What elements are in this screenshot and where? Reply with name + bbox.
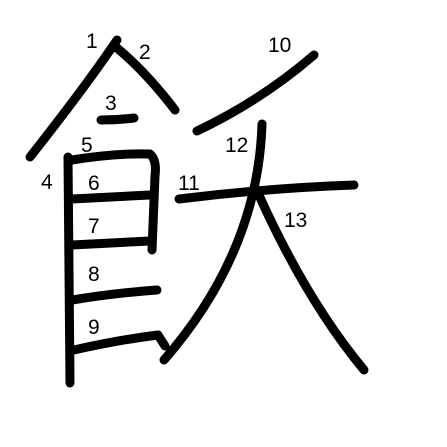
stroke-number-12: 12	[225, 134, 248, 157]
stroke-4	[63, 152, 75, 388]
stroke-9	[69, 330, 170, 355]
stroke-number-8: 8	[88, 263, 100, 286]
stroke-number-9: 9	[88, 316, 100, 339]
stroke-10	[192, 50, 319, 136]
stroke-number-7: 7	[88, 215, 100, 238]
stroke-13	[253, 188, 369, 375]
stroke-2	[112, 43, 180, 115]
stroke-number-4: 4	[41, 171, 53, 194]
stroke-number-5: 5	[81, 134, 93, 157]
stroke-number-1: 1	[86, 30, 98, 53]
stroke-number-3: 3	[105, 92, 117, 115]
stroke-number-10: 10	[268, 34, 291, 57]
stroke-8	[67, 285, 162, 305]
stroke-number-2: 2	[139, 41, 151, 64]
stroke-number-11: 11	[178, 172, 200, 195]
stroke-12	[159, 119, 267, 365]
stroke-11	[174, 180, 359, 204]
stroke-5	[67, 149, 160, 255]
stroke-3	[96, 113, 139, 125]
stroke-1	[25, 35, 122, 162]
stroke-6	[67, 190, 155, 204]
stroke-number-13: 13	[284, 209, 307, 232]
stroke-7	[67, 236, 155, 250]
stroke-number-6: 6	[88, 172, 100, 195]
